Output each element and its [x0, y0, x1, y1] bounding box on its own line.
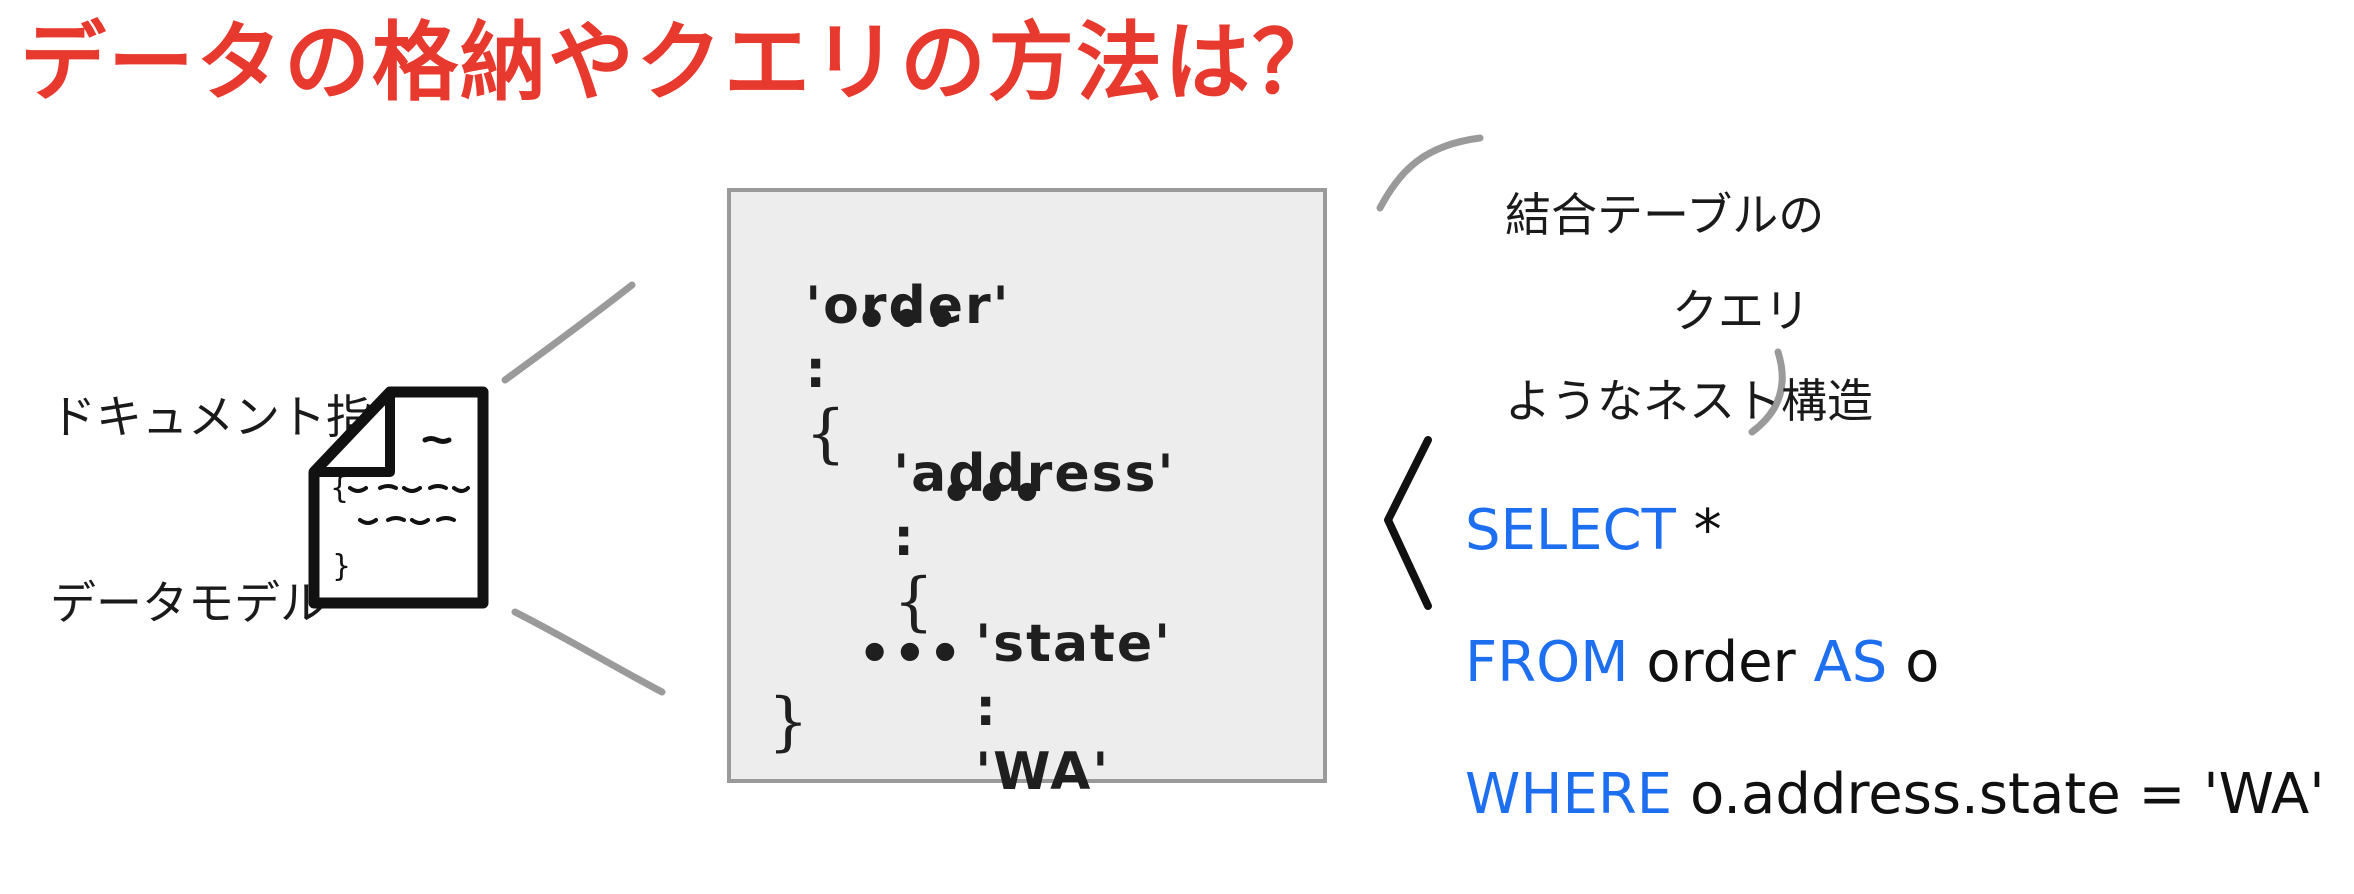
svg-text:}: } — [332, 549, 351, 584]
query-note: クエリ — [1672, 284, 1810, 338]
sql-where-rest: o.address.state = 'WA' — [1672, 762, 2325, 827]
document-model-label: ドキュメント指向 データモデル — [50, 262, 418, 696]
nest-structure-note-line1: 結合テーブルの — [1505, 188, 1825, 242]
nest-structure-note-line2: ようなネスト構造 — [1505, 374, 1873, 428]
nest-note-pointer — [1376, 134, 1484, 212]
address-key: 'address' — [893, 444, 1176, 504]
code-ellipsis-1: ••• — [855, 290, 961, 350]
sql-from-rest: order — [1628, 630, 1814, 695]
connector-bottom-line — [511, 608, 666, 696]
address-open-brace: { — [893, 565, 936, 639]
order-open-brace: { — [805, 397, 848, 471]
order-colon: : — [805, 340, 829, 400]
code-ellipsis-3: ••• — [858, 624, 964, 684]
query-note-pointer — [1748, 348, 1786, 436]
order-key: 'order' — [805, 276, 1011, 336]
icon-connectors — [501, 134, 1786, 696]
svg-text:{: { — [330, 471, 349, 506]
sql-as-rest: o — [1887, 630, 1940, 695]
sql-line-from: FROM order AS o — [1465, 630, 2325, 696]
document-model-label-line2: データモデル — [50, 576, 326, 630]
code-line-address: 'address' : { — [853, 378, 1175, 638]
sql-keyword-as: AS — [1813, 630, 1888, 695]
code-line-order: 'order' : { — [765, 210, 1011, 470]
sql-query: SELECT * FROM order AS o WHERE o.address… — [1465, 432, 2325, 894]
sql-line-where: WHERE o.address.state = 'WA' — [1465, 762, 2325, 828]
sql-keyword-from: FROM — [1465, 630, 1629, 695]
address-colon: : — [893, 508, 917, 568]
order-close-brace: } — [768, 685, 811, 759]
state-key: 'state' — [975, 614, 1173, 674]
code-ellipsis-2: ••• — [940, 464, 1046, 524]
sql-keyword-where: WHERE — [1465, 762, 1673, 827]
state-value: 'WA' — [975, 742, 1111, 802]
sql-line-select: SELECT * — [1465, 498, 2325, 564]
document-icon: { } — [308, 386, 489, 609]
page-title: データの格納やクエリの方法は？ — [20, 13, 1340, 113]
connector-top-line — [501, 281, 636, 384]
nest-structure-note: 結合テーブルの ようなネスト構造 — [1505, 60, 1873, 494]
state-colon: : — [975, 678, 999, 738]
code-line-state: 'state' : 'WA' — [935, 548, 1172, 804]
sql-select-rest: * — [1675, 498, 1722, 563]
sql-keyword-select: SELECT — [1465, 498, 1676, 563]
document-box — [727, 188, 1327, 783]
sql-bracket — [1384, 436, 1432, 610]
